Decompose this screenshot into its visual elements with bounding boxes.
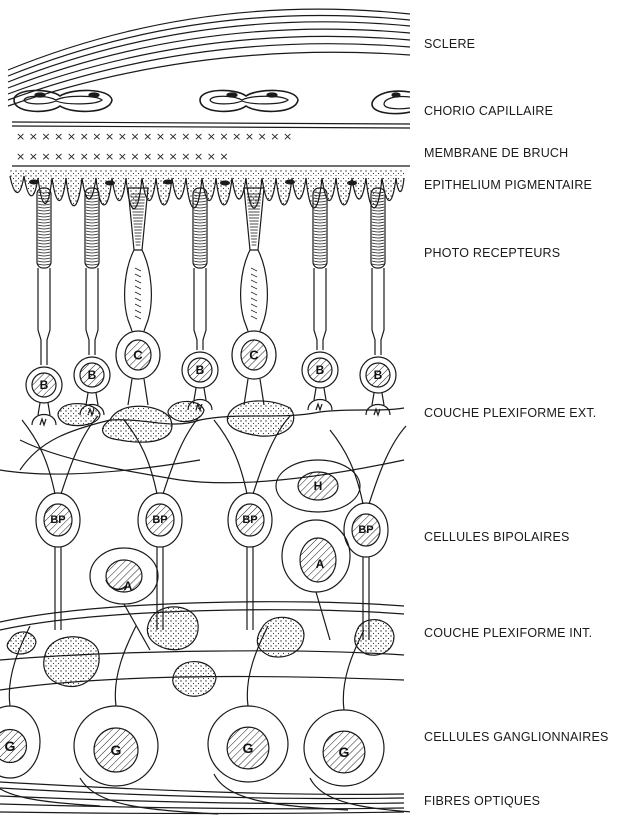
rod-cell-label: B xyxy=(316,363,325,377)
amacrine-cell-text: A xyxy=(316,557,325,571)
rod-cell: B xyxy=(360,188,396,415)
ganglion-cell-label: G xyxy=(339,744,350,760)
bruch-membrane: × × × × × × × × × × × × × × × × × × × × … xyxy=(12,122,410,166)
outer-plexiform-layer xyxy=(0,401,404,483)
label-couche-plexiforme-ext: COUCHE PLEXIFORME EXT. xyxy=(424,406,597,420)
bipolar-cell: BP xyxy=(214,416,290,630)
photoreceptor-cells: B B C B C B B xyxy=(26,188,396,425)
label-cellules-bipolaires: CELLULES BIPOLAIRES xyxy=(424,530,570,544)
bipolar-cell-label: BP xyxy=(242,514,257,526)
cone-cell-label: C xyxy=(249,348,259,363)
bipolar-cell-label: BP xyxy=(50,514,65,526)
svg-text:× × × × × × × × × × × × × × ×: × × × × × × × × × × × × × × × × × × × × … xyxy=(16,130,292,143)
label-cellules-ganglionnaires: CELLULES GANGLIONNAIRES xyxy=(424,730,609,744)
svg-text:× × × × × × × × × × × × × × ×: × × × × × × × × × × × × × × × × × xyxy=(16,150,229,163)
rod-cell: B xyxy=(302,188,338,410)
label-couche-plexiforme-int: COUCHE PLEXIFORME INT. xyxy=(424,626,592,640)
ganglion-cell-label: G xyxy=(5,738,16,754)
cone-cell: C xyxy=(116,188,160,405)
ganglion-cell-label: G xyxy=(111,742,122,758)
label-photo-recepteurs: PHOTO RECEPTEURS xyxy=(424,246,560,260)
bipolar-cell-label: BP xyxy=(152,514,167,526)
bipolar-cell-label: BP xyxy=(358,524,373,536)
bipolar-cell: BP xyxy=(124,416,200,630)
chorio-capillaris xyxy=(14,90,410,113)
amacrine-cell-label: A xyxy=(124,579,133,593)
amacrine-cell-label: A xyxy=(316,557,325,571)
label-sclere: SCLERE xyxy=(424,37,475,51)
rod-cell-label: B xyxy=(374,368,383,382)
label-chorio-capillaire: CHORIO CAPILLAIRE xyxy=(424,104,553,118)
optic-fibres xyxy=(0,782,404,814)
amacrine-cell-text: A xyxy=(124,579,133,593)
rod-cell-label: B xyxy=(88,368,97,382)
horizontal-cell-text: H xyxy=(314,479,323,493)
label-fibres-optiques: FIBRES OPTIQUES xyxy=(424,794,540,808)
label-membrane-bruch: MEMBRANE DE BRUCH xyxy=(424,146,568,160)
rod-cell: B xyxy=(182,188,218,410)
bipolar-cells: BP BP BP BP xyxy=(22,416,406,640)
cone-cell-label: C xyxy=(133,348,143,363)
cone-cell: C xyxy=(232,188,276,405)
rod-cell-label: B xyxy=(196,363,205,377)
horizontal-cell-label: H xyxy=(314,479,323,493)
rod-cell: B xyxy=(74,188,110,415)
ganglion-cell: G xyxy=(304,630,410,814)
ganglion-cell-label: G xyxy=(243,740,254,756)
bipolar-cell: BP xyxy=(22,416,98,630)
label-epithelium-pigmentaire: EPITHELIUM PIGMENTAIRE xyxy=(424,178,592,192)
rod-cell: B xyxy=(26,188,62,425)
rod-cell-label: B xyxy=(40,378,49,392)
bipolar-cell: BP xyxy=(330,426,406,640)
retina-diagram: × × × × × × × × × × × × × × × × × × × × … xyxy=(0,0,410,820)
